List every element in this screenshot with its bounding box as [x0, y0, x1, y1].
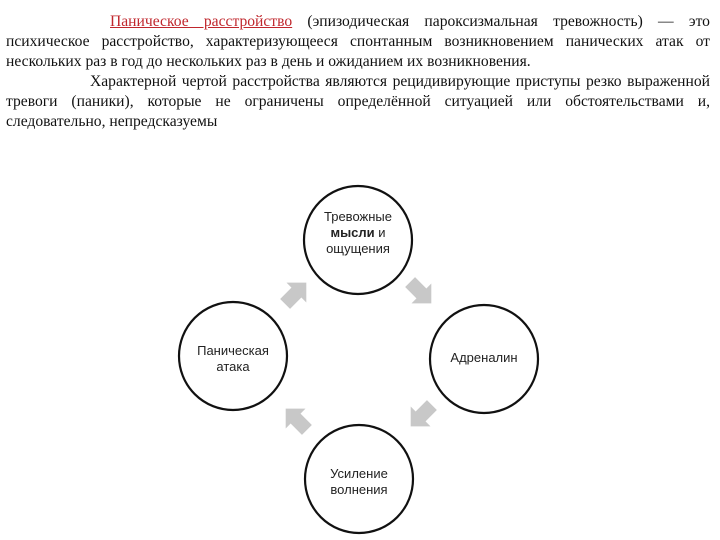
term-panic-disorder: Паническое расстройство: [110, 13, 293, 30]
arrow-right-to-bottom: [410, 400, 437, 427]
node-bottom-line1: Усиление: [330, 466, 388, 481]
definition-text: (эпизодическая пароксизмальная тревожнос…: [6, 13, 710, 70]
characteristic-paragraph: Характерной чертой расстройства являются…: [6, 73, 710, 130]
definition-paragraph: Паническое расстройство (эпизодическая п…: [6, 12, 710, 72]
node-top-line2-rest: и: [374, 225, 386, 240]
node-label-bottom: Усиление волнения: [309, 466, 409, 498]
node-top-line3: ощущения: [326, 241, 390, 256]
node-left-line2: атака: [216, 359, 250, 374]
arrow-bottom-to-left: [285, 408, 312, 435]
arrow-left-to-top: [280, 282, 307, 309]
text-block: Паническое расстройство (эпизодическая п…: [6, 12, 710, 132]
node-top-line1: Тревожные: [324, 209, 392, 224]
node-bottom-line2: волнения: [330, 482, 388, 497]
node-label-left: Паническая атака: [183, 343, 283, 375]
node-circle-right: [428, 303, 540, 415]
node-circle-left: [177, 300, 289, 412]
arrow-top-to-right: [405, 277, 432, 304]
node-label-right: Адреналин: [434, 350, 534, 366]
node-circle-bottom: [303, 423, 415, 535]
node-circle-top: [302, 184, 414, 296]
node-top-bold-word: мысли: [330, 225, 375, 240]
node-left-line1: Паническая: [197, 343, 269, 358]
node-label-top: Тревожные мысли и ощущения: [308, 209, 408, 257]
node-top-line2: мысли и: [308, 225, 408, 241]
node-right-line1: Адреналин: [450, 350, 518, 365]
